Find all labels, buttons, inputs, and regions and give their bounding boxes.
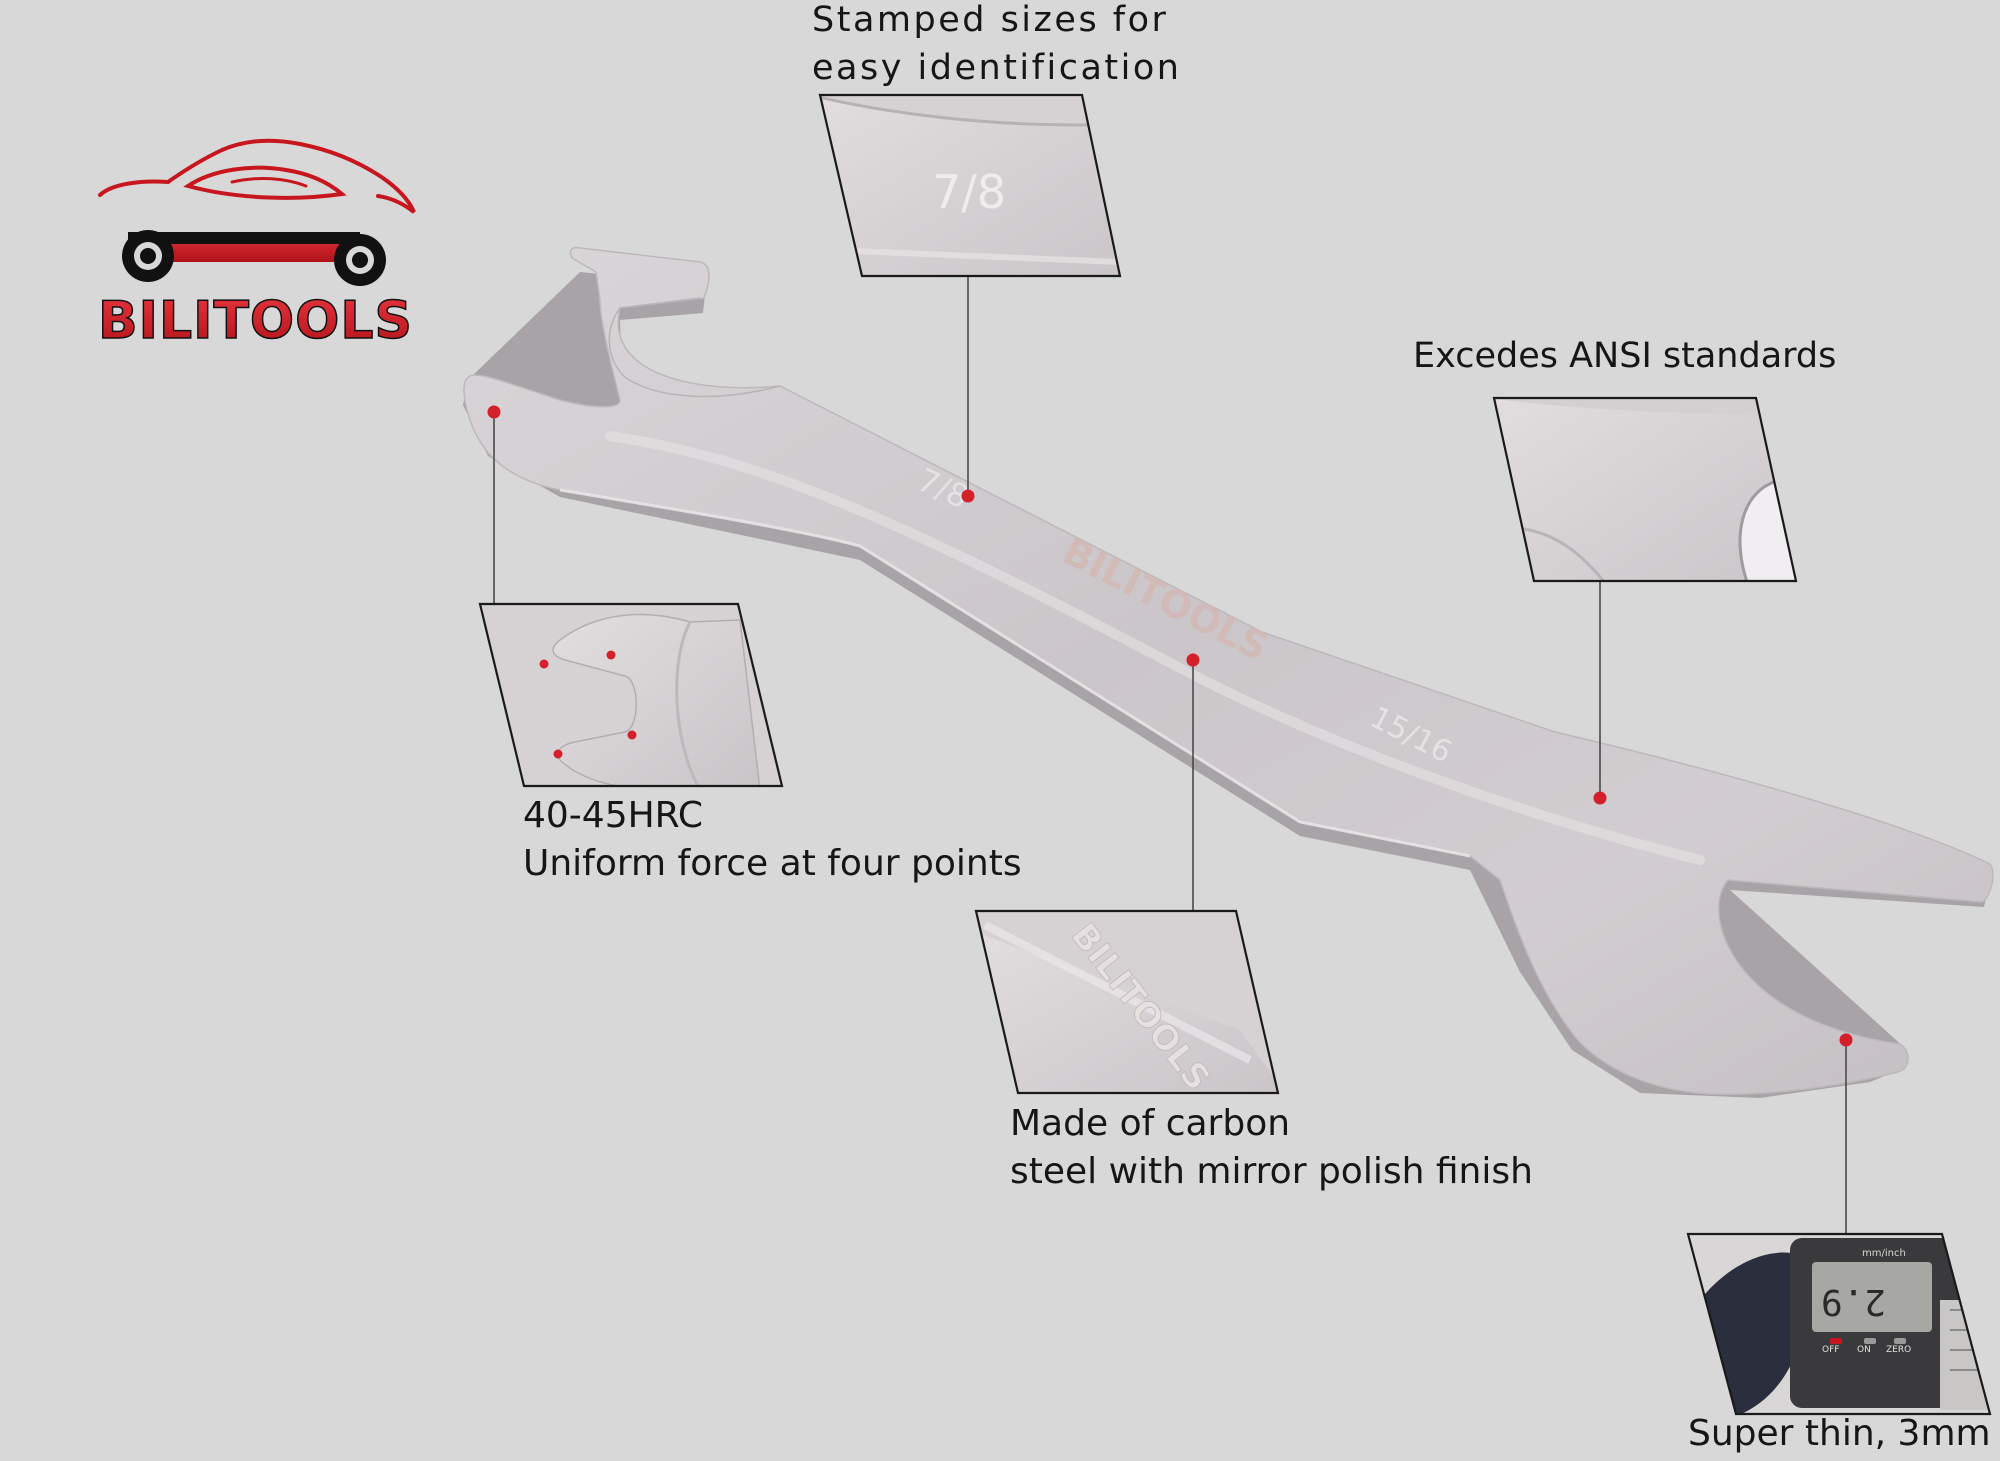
caliper-btn-on: ON — [1857, 1345, 1871, 1355]
logo-wordmark: BILITOOLS — [98, 291, 413, 351]
dot-ansi — [1593, 791, 1607, 805]
hrc-point-4 — [553, 749, 563, 759]
leader-lines — [493, 276, 1847, 1234]
hrc-point-3 — [627, 730, 637, 740]
detail-panel-hrc — [478, 602, 784, 788]
logo-gear-right — [334, 234, 386, 286]
detail-panel-thickness: 2.9 mm/inch OFF ON ZERO — [1686, 1232, 1992, 1416]
dot-thin — [1839, 1033, 1853, 1047]
car-outline — [98, 138, 416, 214]
logo-gear-left — [122, 230, 174, 282]
caliper-units: mm/inch — [1862, 1248, 1906, 1259]
car-window — [183, 165, 347, 200]
caption-thickness: Super thin, 3mm — [1688, 1413, 1991, 1454]
caption-ansi-standards: Excedes ANSI standards — [1413, 336, 1837, 376]
hrc-point-1 — [539, 659, 549, 669]
bilitools-logo: BILITOOLS — [97, 138, 416, 352]
hrc-point-2 — [606, 650, 616, 660]
dot-hrc — [487, 405, 501, 419]
open-end-wrench: 7/8 BILITOOLS 15/16 — [463, 246, 1994, 1098]
caption-material: Made of carbon steel with mirror polish … — [1010, 1103, 1533, 1192]
wrench-highlight — [605, 431, 1705, 865]
logo-wrench-top — [128, 232, 360, 244]
detail-panel-carbon: BILITOOLS — [974, 909, 1280, 1095]
caption-stamped-sizes: Stamped sizes for easy identification — [812, 0, 1182, 88]
caliper-btn-zero: ZERO — [1886, 1345, 1911, 1355]
caliper-display — [1812, 1262, 1932, 1332]
caliper-reading: 2.9 — [1821, 1281, 1886, 1322]
dot-carbon — [1186, 653, 1200, 667]
caliper-btn-off: OFF — [1822, 1345, 1839, 1355]
callout-dots — [487, 405, 1853, 1047]
car-window-inner — [230, 177, 308, 188]
wrench-left-jaw-opening — [608, 297, 781, 398]
detail-panel-stamped: 7/8 — [818, 93, 1122, 278]
wrench-lower-bevel — [559, 488, 1471, 858]
dot-stamped — [961, 489, 975, 503]
caption-hardness: 40-45HRC Uniform force at four points — [523, 795, 1022, 884]
detail-stamp-text: 7/8 — [932, 165, 1006, 219]
detail-panel-ansi — [1492, 396, 1798, 583]
